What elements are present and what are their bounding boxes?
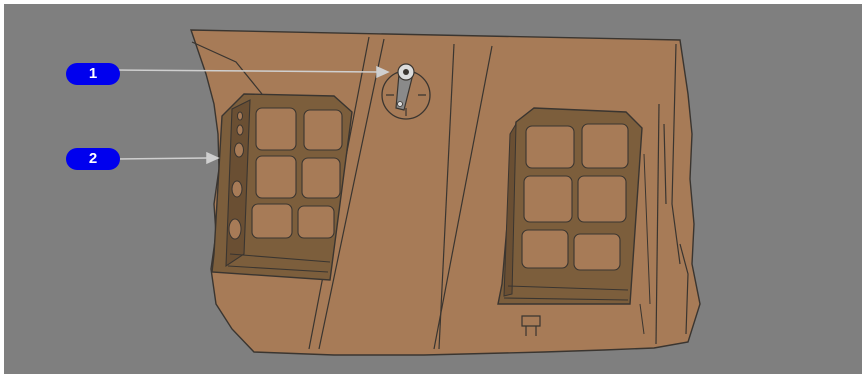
right-seat-back <box>498 108 650 334</box>
left-seat-back <box>212 94 352 280</box>
diagram-canvas: 1 2 <box>4 4 862 374</box>
callout-1-badge: 1 <box>66 63 120 85</box>
seat-back-illustration <box>4 4 862 374</box>
callout-2-badge: 2 <box>66 148 120 170</box>
